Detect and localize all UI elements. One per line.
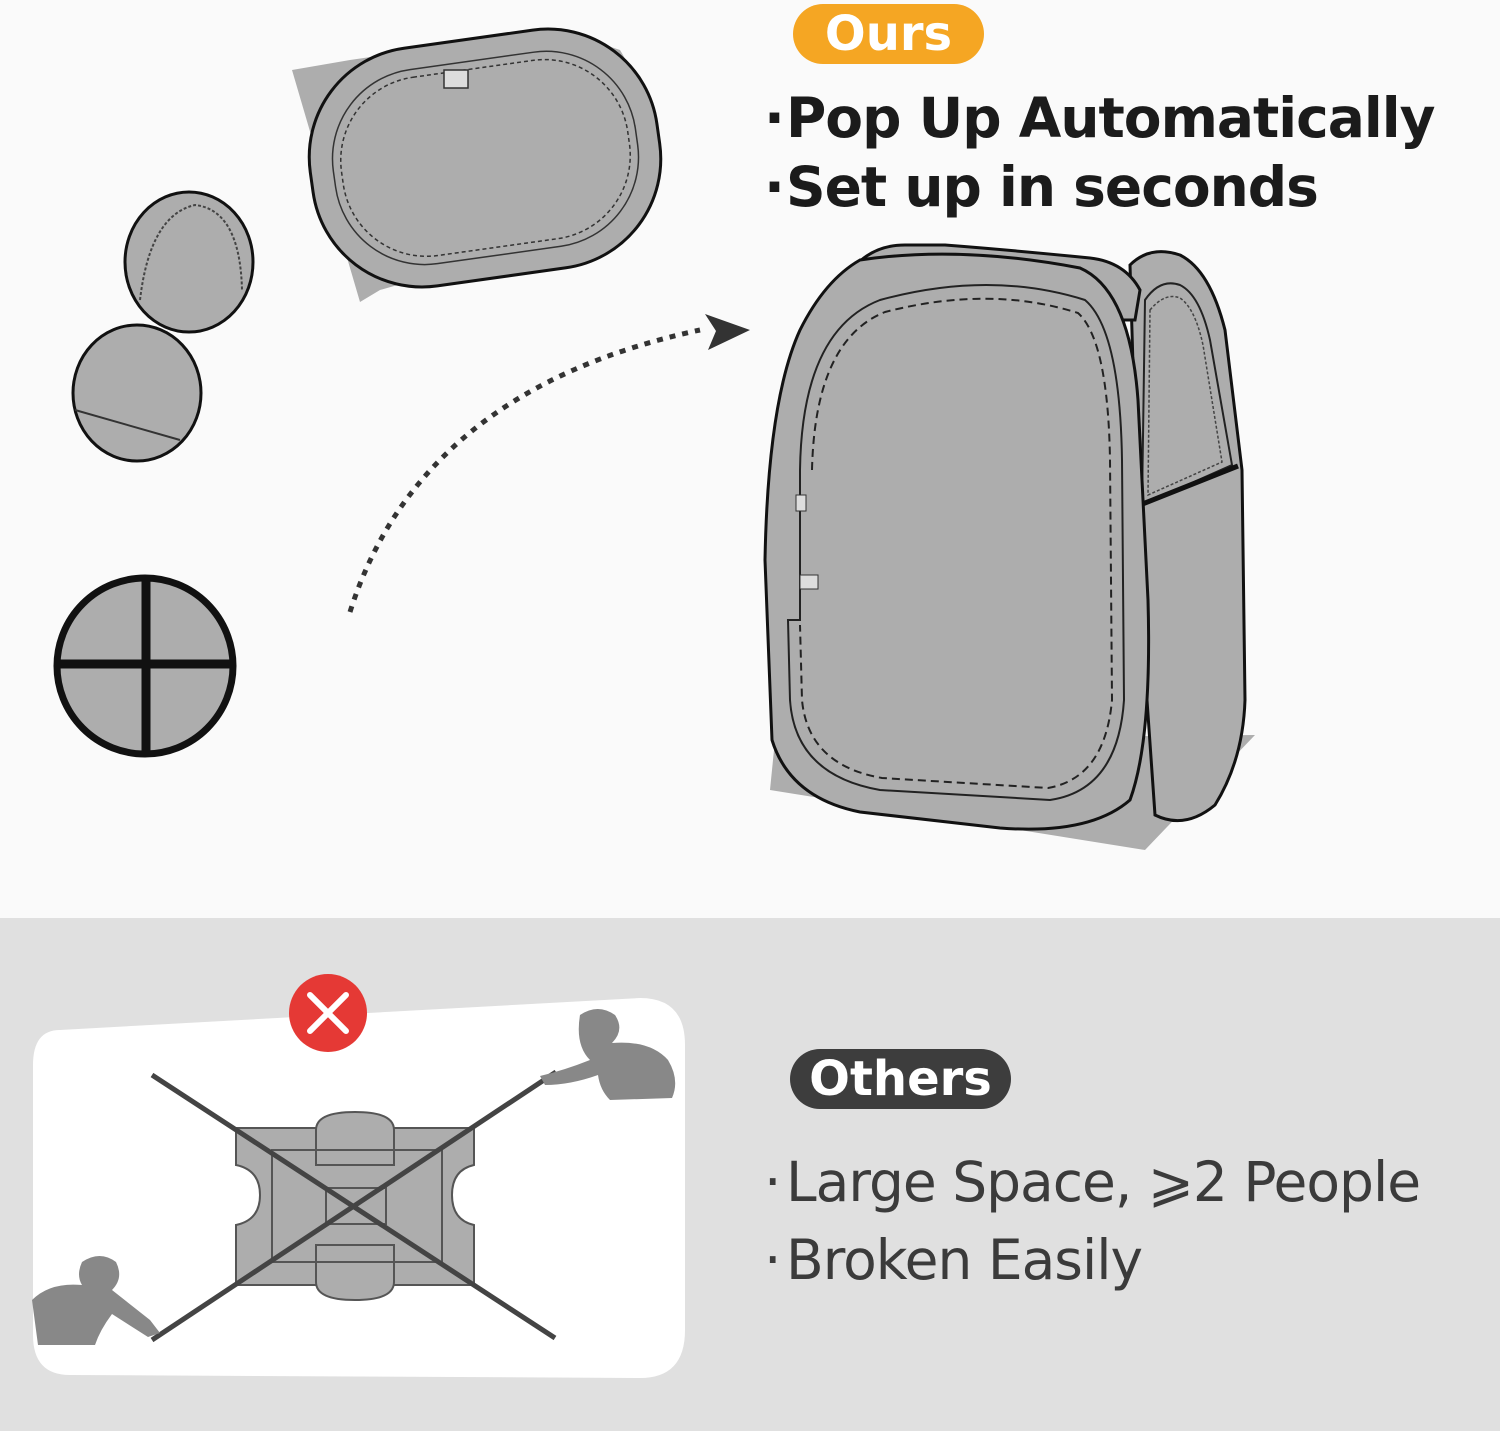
bullet: · bbox=[764, 1228, 781, 1292]
assembly-people-icon bbox=[32, 1009, 676, 1345]
others-feature-1-text: Large Space, ⩾2 People bbox=[786, 1150, 1421, 1214]
others-feature-2: ·Broken Easily bbox=[764, 1228, 1143, 1292]
ours-feature-1: ·Pop Up Automatically bbox=[764, 86, 1435, 150]
ours-feature-1-text: Pop Up Automatically bbox=[786, 86, 1435, 150]
ours-feature-2: ·Set up in seconds bbox=[764, 155, 1319, 219]
ours-section bbox=[0, 0, 1500, 918]
folded-tent-icon bbox=[53, 27, 663, 758]
bullet: · bbox=[764, 1150, 781, 1214]
bullet: · bbox=[764, 155, 785, 219]
others-badge: Others bbox=[790, 1049, 1011, 1109]
others-feature-1: ·Large Space, ⩾2 People bbox=[764, 1150, 1421, 1214]
bullet: · bbox=[764, 86, 785, 150]
ours-badge: Ours bbox=[793, 4, 984, 64]
others-feature-2-text: Broken Easily bbox=[786, 1228, 1143, 1292]
x-mark-icon bbox=[289, 974, 367, 1052]
ours-feature-2-text: Set up in seconds bbox=[786, 155, 1319, 219]
arrow-icon bbox=[347, 314, 750, 613]
popup-tent-icon bbox=[763, 243, 1255, 850]
